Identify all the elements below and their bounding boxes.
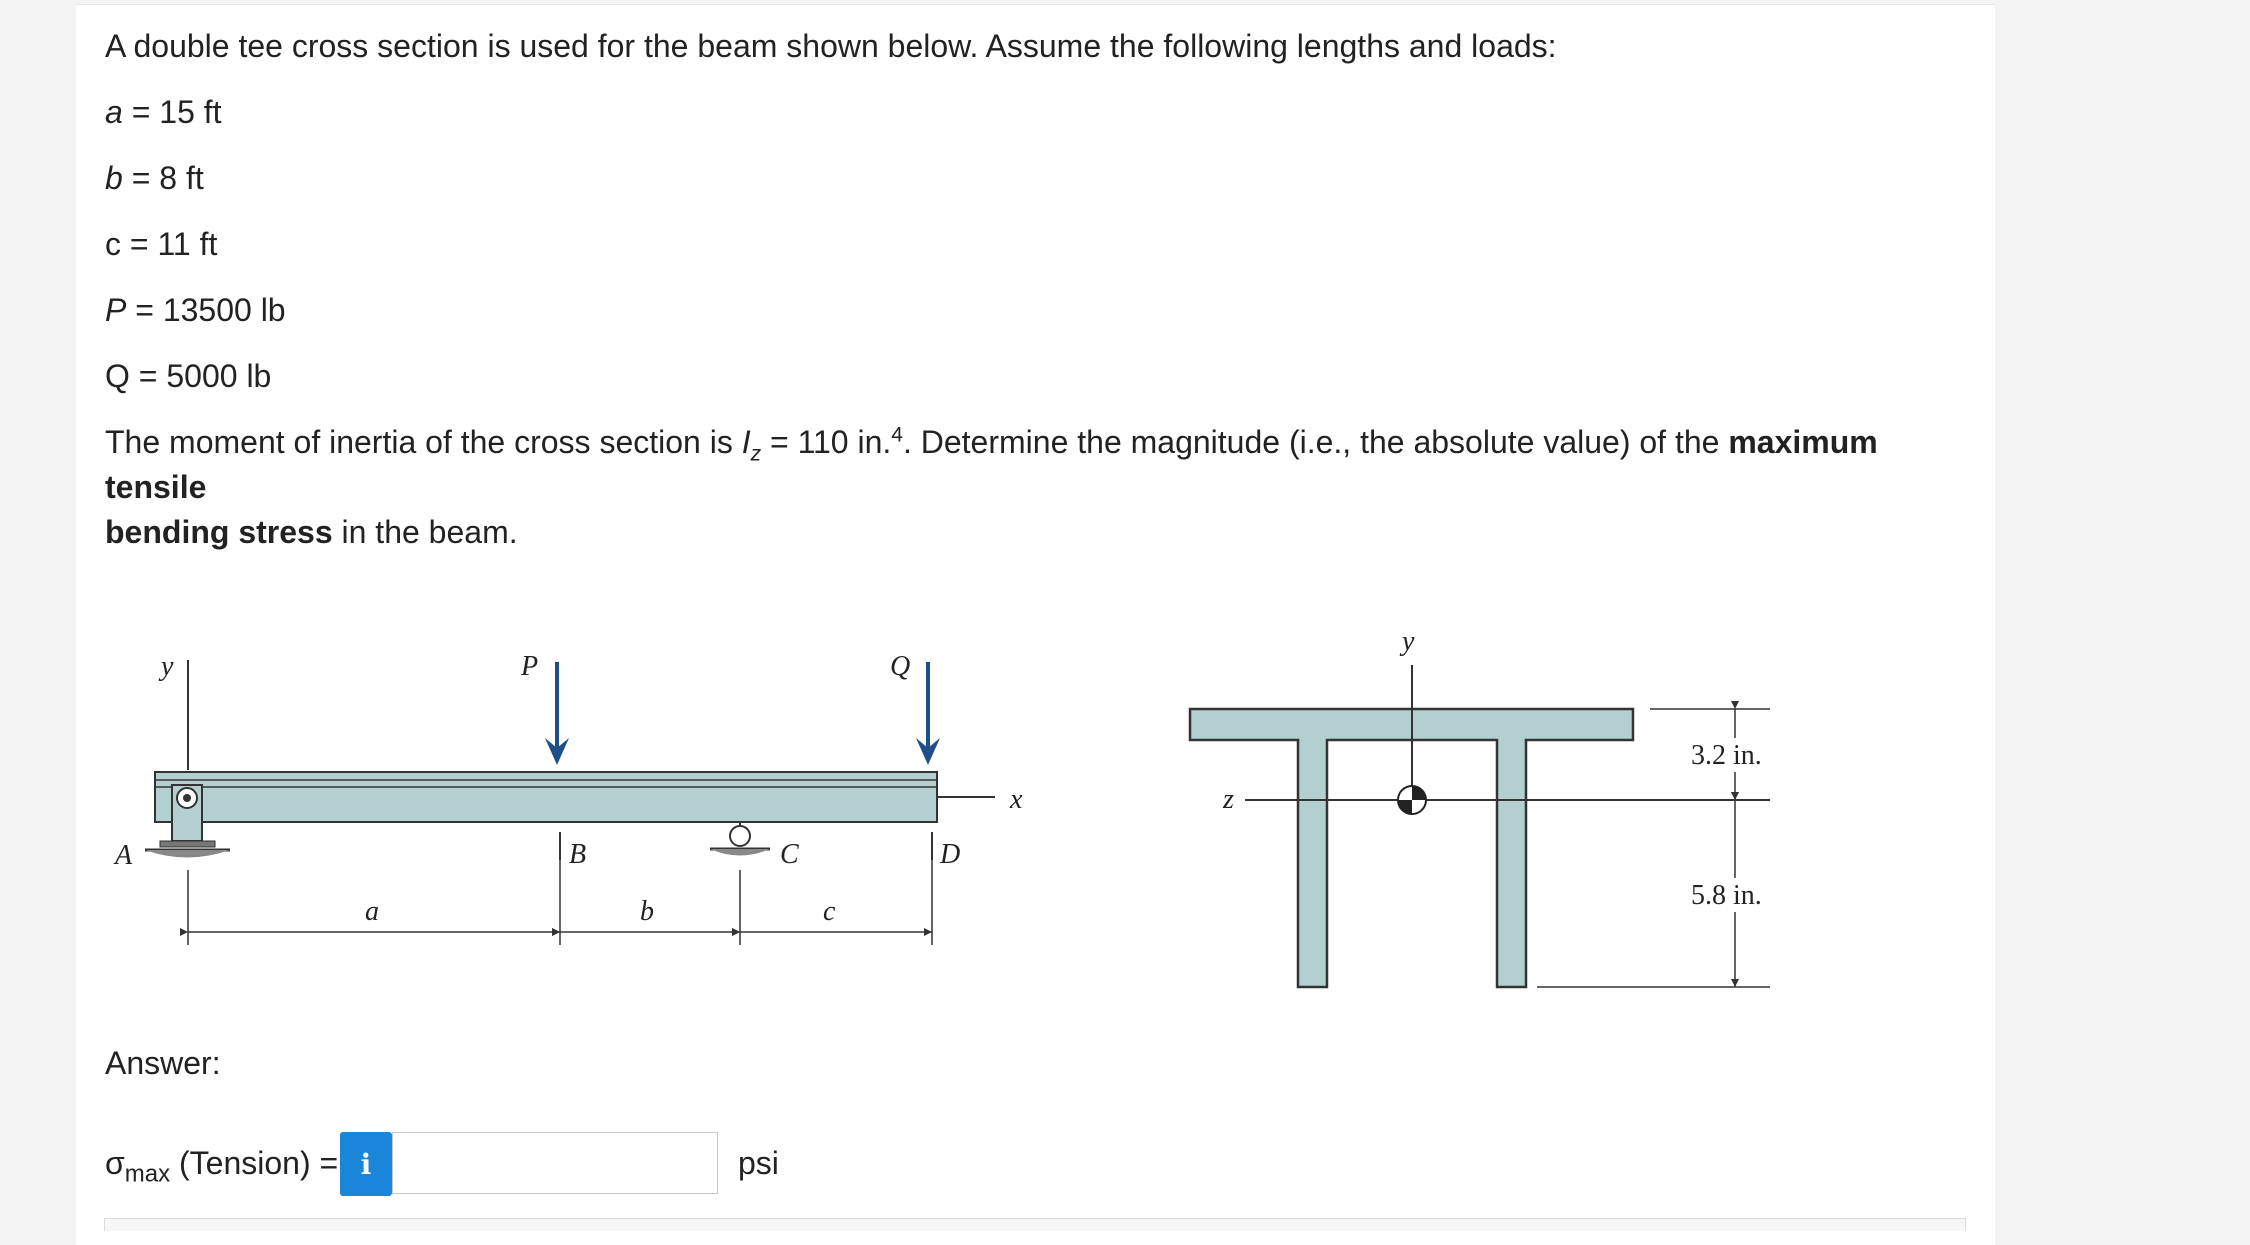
section-y-label: y bbox=[1399, 626, 1415, 657]
dimension-c-label: c bbox=[823, 896, 836, 927]
given-Q: Q = 5000 lb bbox=[105, 358, 272, 394]
beam-y-label: y bbox=[158, 651, 174, 682]
given-c: c = 11 ft bbox=[105, 226, 218, 262]
point-D-label: D bbox=[939, 839, 960, 870]
given-P: P = 13500 lb bbox=[105, 292, 286, 328]
unit-label: psi bbox=[738, 1145, 779, 1181]
given-a: a = 15 ft bbox=[105, 94, 222, 130]
pin-support-A bbox=[145, 784, 230, 858]
centroid-symbol bbox=[1397, 785, 1427, 815]
section-dimension-bottom-label: 5.8 in. bbox=[1691, 880, 1762, 911]
sigma-max-input[interactable] bbox=[392, 1132, 718, 1194]
next-section-edge bbox=[104, 1218, 1966, 1231]
section-dimension-top-label: 3.2 in. bbox=[1691, 740, 1762, 771]
load-P-label: P bbox=[520, 651, 538, 682]
dimension-b-label: b bbox=[640, 896, 654, 927]
section-z-label: z bbox=[1222, 784, 1234, 815]
roller-support-C bbox=[710, 822, 770, 856]
load-arrow-P bbox=[545, 662, 569, 765]
point-A-label: A bbox=[113, 840, 133, 871]
load-arrow-Q bbox=[916, 662, 940, 765]
problem-statement: The moment of inertia of the cross secti… bbox=[105, 423, 1878, 550]
point-C-label: C bbox=[780, 839, 799, 870]
question-card bbox=[76, 4, 1995, 1245]
dimension-a-label: a bbox=[365, 896, 379, 927]
cross-section-diagram: y z 3.2 in. 5.8 in. bbox=[1188, 626, 1777, 989]
load-Q-label: Q bbox=[890, 651, 910, 682]
beam-and-section-figure: y x A P bbox=[113, 626, 1777, 989]
problem-intro: A double tee cross section is used for t… bbox=[105, 28, 1557, 64]
sigma-max-label: σmax (Tension) = bbox=[105, 1145, 339, 1188]
info-icon[interactable]: i bbox=[340, 1132, 392, 1196]
double-tee-section bbox=[1188, 707, 1635, 989]
beam-x-label: x bbox=[1009, 784, 1023, 815]
point-B-label: B bbox=[569, 839, 586, 870]
answer-label: Answer: bbox=[105, 1045, 221, 1081]
beam-diagram: y x A P bbox=[113, 651, 1023, 945]
given-b: b = 8 ft bbox=[105, 160, 204, 196]
